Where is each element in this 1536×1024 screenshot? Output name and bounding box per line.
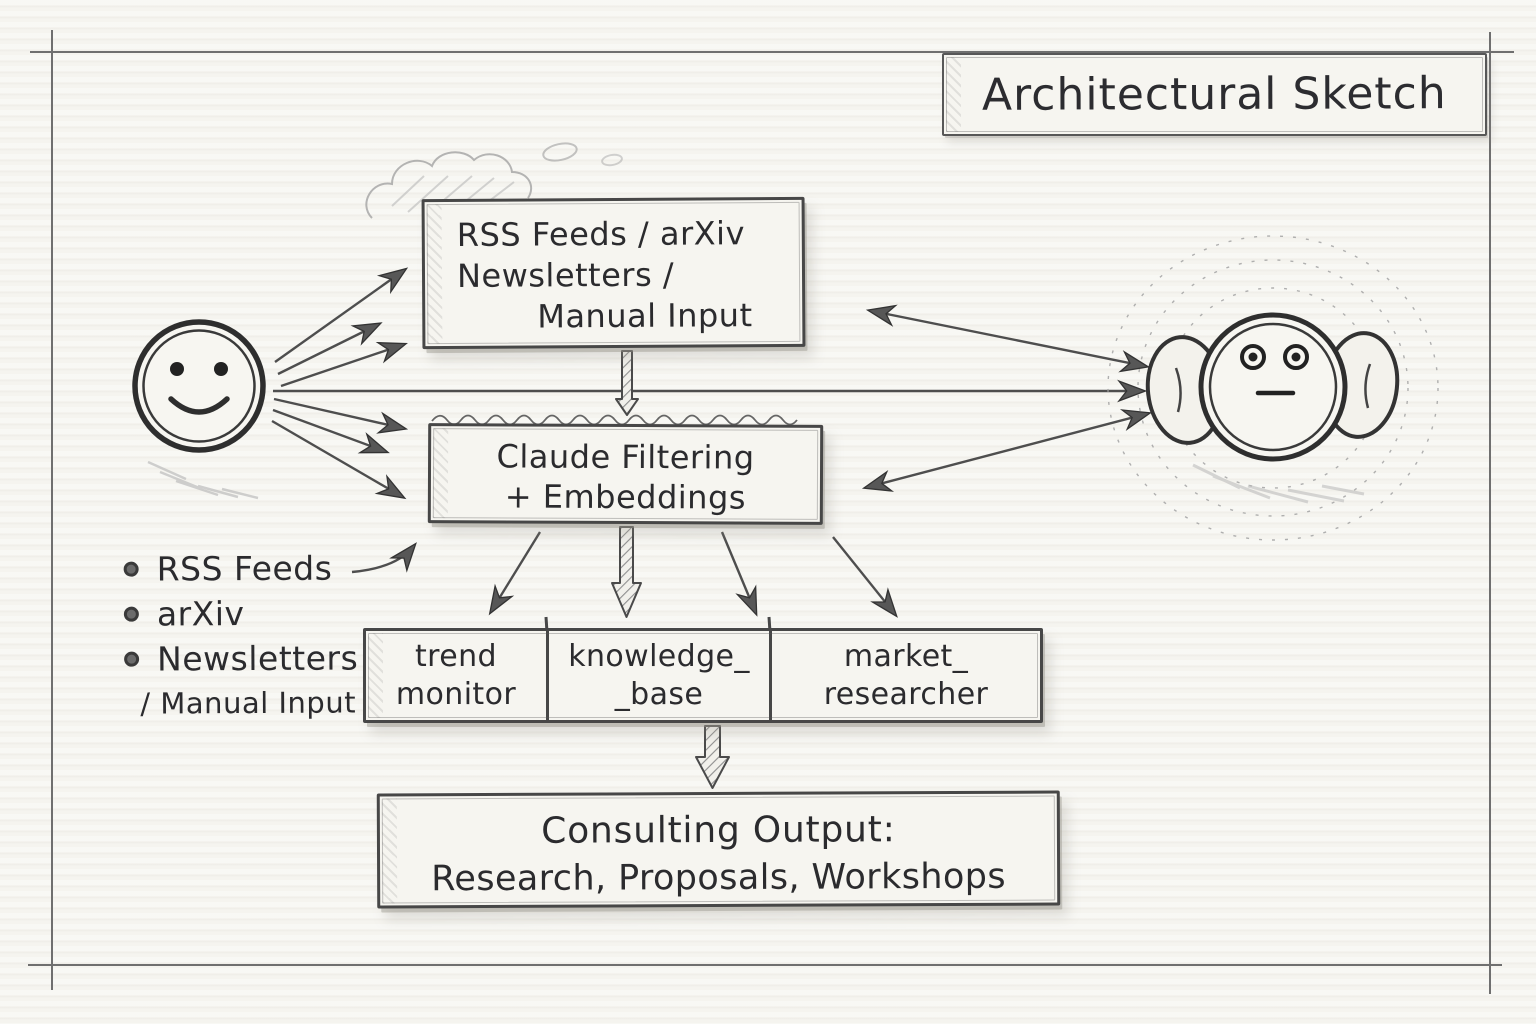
user-fan-arrows [271, 267, 409, 500]
input-sources-list: RSS Feeds arXiv Newsletters / Manual Inp… [118, 545, 399, 725]
node-agents-row: trend monitor knowledge_ _base market_ r… [363, 628, 1043, 723]
node-trend-monitor: trend monitor [366, 631, 546, 720]
robot-face-icon [1107, 235, 1439, 541]
list-item: RSS Feeds [118, 545, 398, 591]
claude-line1: Claude Filtering [496, 437, 755, 477]
dot-icon [123, 606, 139, 622]
node-knowledge-base: knowledge_ _base [546, 631, 769, 720]
title-box: Architectural Sketch [942, 53, 1487, 136]
smiley-face-icon [132, 319, 266, 453]
list-item: arXiv [118, 590, 398, 636]
trend-monitor-line1: trend [415, 638, 497, 674]
smiley-shadow-hatch [147, 460, 259, 500]
hatched-arrows [611, 350, 730, 789]
trend-monitor-line2: monitor [395, 676, 517, 712]
frame-border [28, 30, 1514, 994]
knowledge-base-line2: _base [614, 676, 704, 712]
claude-to-knowledge-arrow [611, 526, 642, 618]
robot-shadow-hatch [1192, 463, 1365, 504]
dot-icon [123, 561, 139, 577]
dot-icon [124, 651, 140, 667]
knowledge-base-line1: knowledge_ [568, 638, 750, 674]
node-consulting-output: Consulting Output: Research, Proposals, … [376, 790, 1061, 909]
market-researcher-line2: researcher [823, 676, 989, 712]
node-claude-filtering: Claude Filtering + Embeddings [427, 423, 824, 525]
node-market-researcher: market_ researcher [769, 631, 1040, 720]
sources-line1: RSS Feeds / arXiv [456, 214, 746, 254]
sources-line2: Newsletters / [456, 255, 675, 295]
page-title: Architectural Sketch [982, 68, 1447, 121]
agents-to-output-arrow [695, 725, 730, 789]
sources-line3: Manual Input [537, 296, 753, 336]
robot-sources-double-arrow [865, 304, 1151, 373]
bullet-continuation: / Manual Input [140, 685, 357, 721]
list-item: Newsletters [118, 635, 398, 681]
claude-line2: + Embeddings [504, 477, 747, 517]
sources-to-claude-arrow [615, 350, 639, 416]
bullet-label: Newsletters [157, 638, 359, 679]
bullet-label: arXiv [156, 594, 245, 634]
output-line1: Consulting Output: [541, 809, 896, 852]
claude-fan-arrows [488, 531, 898, 618]
robot-claude-double-arrow [861, 409, 1153, 492]
node-sources: RSS Feeds / arXiv Newsletters / Manual I… [421, 196, 806, 350]
output-line2: Research, Proposals, Workshops [431, 856, 1007, 900]
bullets-to-claude-arrow [351, 542, 417, 574]
robot-eyes [1240, 344, 1309, 370]
market-researcher-line1: market_ [843, 638, 969, 674]
bullet-label: RSS Feeds [156, 548, 333, 589]
